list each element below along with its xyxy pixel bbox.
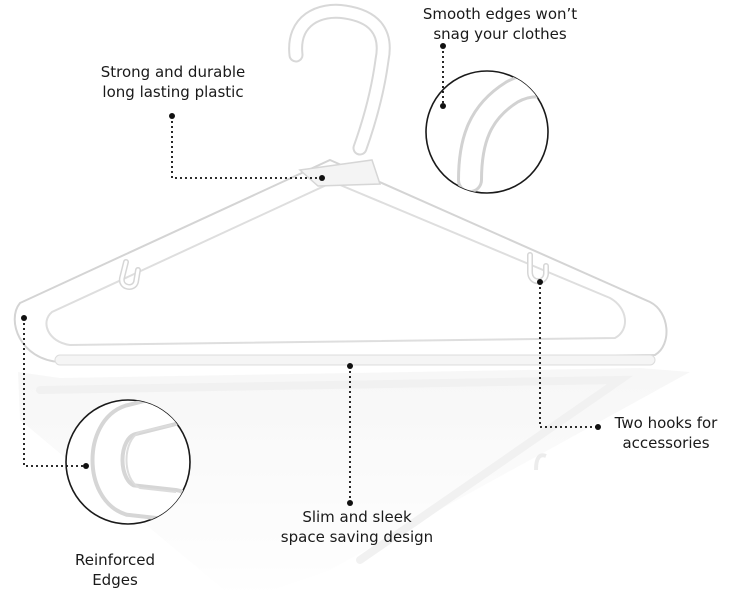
callout-slim-sleek: Slim and sleek space saving design	[262, 507, 452, 547]
callout-two-hooks-line2: accessories	[622, 434, 710, 452]
leader-two-hooks	[539, 282, 598, 428]
hanger-body	[13, 3, 668, 366]
callout-two-hooks-line1: Two hooks for	[614, 414, 718, 432]
callout-reinforced-edges: Reinforced Edges	[50, 550, 180, 590]
dot-slim-top	[347, 363, 353, 369]
leader-lines	[23, 46, 598, 503]
callout-strong-durable-line1: Strong and durable	[100, 63, 246, 81]
callout-slim-sleek-line1: Slim and sleek	[302, 508, 412, 526]
reinforced-edges-detail-circle	[65, 399, 191, 525]
dot-hooks-end	[595, 424, 601, 430]
callout-strong-durable-line2: long lasting plastic	[102, 83, 244, 101]
dot-slim-bottom	[347, 500, 353, 506]
dot-smooth-edges-bottom	[440, 103, 446, 109]
dot-hooks-top	[537, 279, 543, 285]
dot-smooth-edges-top	[440, 43, 446, 49]
dot-edges-top	[21, 315, 27, 321]
smooth-edges-detail-circle	[425, 70, 549, 194]
dot-strong-end	[319, 175, 325, 181]
hanger-reflection	[18, 368, 690, 595]
leader-dots	[21, 43, 601, 506]
dot-strong-top	[169, 113, 175, 119]
callout-slim-sleek-line2: space saving design	[280, 528, 434, 546]
leader-strong-durable	[171, 116, 322, 179]
callout-two-hooks: Two hooks for accessories	[606, 413, 726, 453]
callout-strong-durable: Strong and durable long lasting plastic	[78, 62, 268, 102]
callout-reinforced-edges-line1: Reinforced	[75, 551, 155, 569]
callout-smooth-edges-line1: Smooth edges won’t	[422, 5, 578, 23]
callout-smooth-edges-line2: snag your clothes	[433, 25, 567, 43]
callout-reinforced-edges-line2: Edges	[92, 571, 138, 589]
callout-smooth-edges: Smooth edges won’t snag your clothes	[400, 4, 600, 44]
dot-edges-end	[83, 463, 89, 469]
